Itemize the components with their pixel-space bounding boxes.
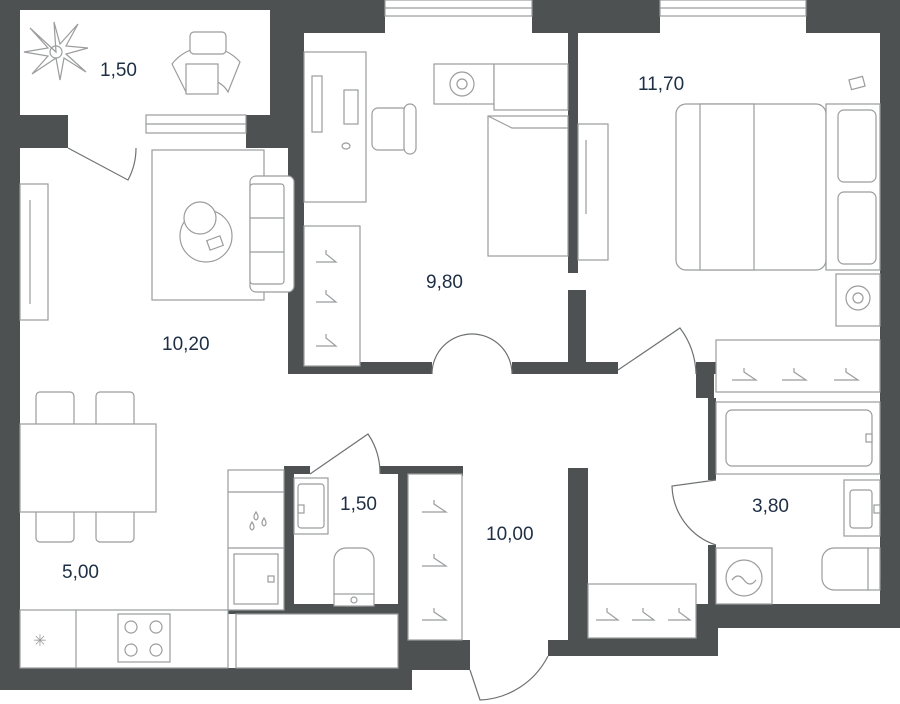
door-balcony — [67, 147, 137, 181]
area-bedroom-small: 9,80 — [426, 272, 463, 293]
toilet-sink — [293, 477, 329, 535]
toilet-icon — [333, 547, 375, 607]
water-drops-icon — [249, 510, 267, 531]
bed-double-icon — [675, 103, 881, 271]
stove-icon — [117, 613, 171, 663]
area-toilet: 1,50 — [340, 494, 377, 515]
area-hallway: 10,00 — [486, 524, 534, 545]
armchair-icon — [171, 31, 241, 95]
area-living-room: 10,20 — [162, 334, 210, 355]
dining-table-icon — [19, 391, 157, 543]
desk-icon — [303, 51, 367, 203]
coffee-table-icon — [179, 201, 233, 263]
door-small-bedroom — [431, 333, 513, 375]
window-master-side — [577, 123, 609, 261]
small-bedroom-furniture — [303, 51, 569, 367]
washing-machine-icon — [715, 547, 773, 605]
area-bathroom: 3,80 — [752, 496, 789, 517]
plant-icon — [23, 21, 89, 81]
kitchen-furniture: ✳ — [19, 469, 399, 669]
hood-icon: ✳ — [33, 631, 46, 650]
area-bedroom-master: 11,70 — [638, 74, 684, 95]
living-room-furniture — [19, 149, 295, 543]
door-toilet — [309, 433, 381, 475]
sofa-icon — [249, 175, 295, 293]
bathtub-icon — [715, 401, 881, 475]
phone-icon — [848, 75, 866, 91]
door-bathroom — [671, 479, 717, 546]
window-living-room — [19, 183, 49, 321]
bed-small-icon — [433, 63, 569, 257]
toilet-room-furniture — [293, 477, 375, 607]
corridor-closet — [587, 583, 697, 639]
chair-icon — [371, 103, 417, 155]
door-entrance — [469, 655, 549, 701]
wardrobe-small — [303, 225, 361, 367]
master-bedroom-furniture — [675, 75, 881, 393]
area-labels: 1,50 9,80 11,70 10,20 5,00 1,50 10,00 3,… — [62, 60, 789, 583]
area-balcony: 1,50 — [100, 60, 137, 81]
sink-icon — [843, 479, 881, 537]
bathroom-furniture — [715, 401, 881, 605]
hallway-furniture — [407, 473, 697, 641]
toilet-bathroom-icon — [821, 547, 881, 591]
nightstand — [835, 273, 881, 327]
wardrobe-master — [715, 339, 881, 393]
windows — [19, 0, 807, 321]
area-kitchen: 5,00 — [62, 562, 99, 583]
doors — [67, 147, 717, 701]
hall-closet — [407, 473, 463, 641]
balcony-furniture — [23, 21, 241, 95]
door-master-bedroom — [617, 327, 697, 375]
